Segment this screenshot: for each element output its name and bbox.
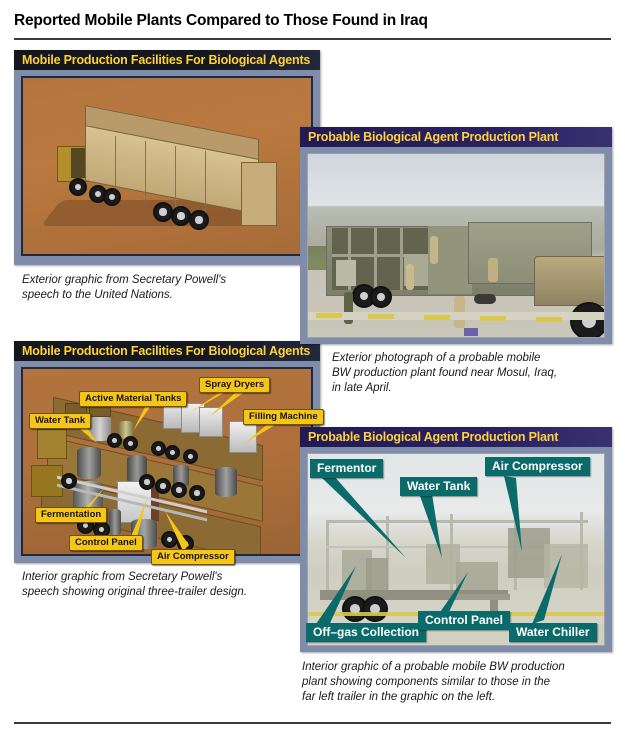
soldier — [488, 258, 498, 282]
panel-header-title: Probable Biological Agent Production Pla… — [300, 127, 612, 147]
control-panel — [456, 562, 498, 592]
title-divider — [14, 38, 611, 40]
panel-caption: Interior graphic from Secretary Powell's… — [22, 571, 248, 598]
panel-caption: Exterior graphic from Secretary Powell's… — [22, 274, 227, 301]
figure-panel-exterior-photo: Probable Biological Agent Production Pla… — [300, 127, 612, 394]
water-tank — [426, 544, 460, 584]
soldier — [406, 264, 414, 290]
callout-leader-lines — [316, 476, 562, 632]
callout-water-tank: Water Tank — [29, 413, 92, 429]
panel-caption: Interior graphic of a probable mobile BW… — [302, 661, 565, 703]
callout-water-chiller: Water Chiller — [509, 623, 597, 642]
panel-header-title: Probable Biological Agent Production Pla… — [300, 427, 612, 447]
callout-water-tank: Water Tank — [400, 477, 478, 496]
wheel — [370, 286, 392, 308]
wheel — [570, 302, 604, 337]
off-gas-collection — [366, 558, 388, 592]
wheel — [69, 178, 87, 196]
figure-panel-exterior-graphic: Mobile Production Facilities For Biologi… — [14, 50, 320, 312]
callout-filling-machine: Filling Machine — [243, 409, 324, 425]
soldier — [430, 236, 438, 264]
panel-header-title: Mobile Production Facilities For Biologi… — [14, 341, 320, 361]
callout-fermentor: Fermentor — [310, 459, 384, 478]
panel-header-title: Mobile Production Facilities For Biologi… — [14, 50, 320, 70]
callout-fermentation: Fermentation — [35, 507, 108, 523]
panel-caption: Exterior photograph of a probable mobile… — [332, 352, 558, 394]
callout-air-compressor: Air Compressor — [485, 457, 590, 476]
photo-vehicle-right — [534, 256, 604, 306]
callout-off-gas-collection: Off–gas Collection — [306, 623, 427, 642]
panel-frame: Probable Biological Agent Production Pla… — [300, 127, 612, 344]
air-compressor — [508, 528, 550, 578]
exterior-truck-illustration — [21, 76, 313, 256]
figure-panel-interior-photo: Probable Biological Agent Production Pla… — [300, 427, 612, 703]
callout-control-panel: Control Panel — [418, 611, 511, 630]
page-title: Reported Mobile Plants Compared to Those… — [14, 12, 428, 29]
bottom-divider — [14, 722, 611, 724]
soldier — [344, 292, 353, 324]
callout-control-panel: Control Panel — [69, 535, 143, 551]
wheel — [189, 210, 209, 230]
panel-frame: Mobile Production Facilities For Biologi… — [14, 50, 320, 265]
callout-spray-dryers: Spray Dryers — [199, 377, 271, 393]
panel-frame: Mobile Production Facilities For Biologi… — [14, 341, 320, 563]
callout-air-compressor: Air Compressor — [151, 549, 235, 565]
figure-panel-interior-graphic: Mobile Production Facilities For Biologi… — [14, 341, 324, 598]
wheel — [103, 188, 121, 206]
wheel — [153, 202, 173, 222]
wheel — [171, 206, 191, 226]
interior-plant-photograph — [307, 453, 605, 646]
callout-active-material-tanks: Active Material Tanks — [79, 391, 188, 407]
exterior-trailer-photograph — [307, 153, 605, 338]
